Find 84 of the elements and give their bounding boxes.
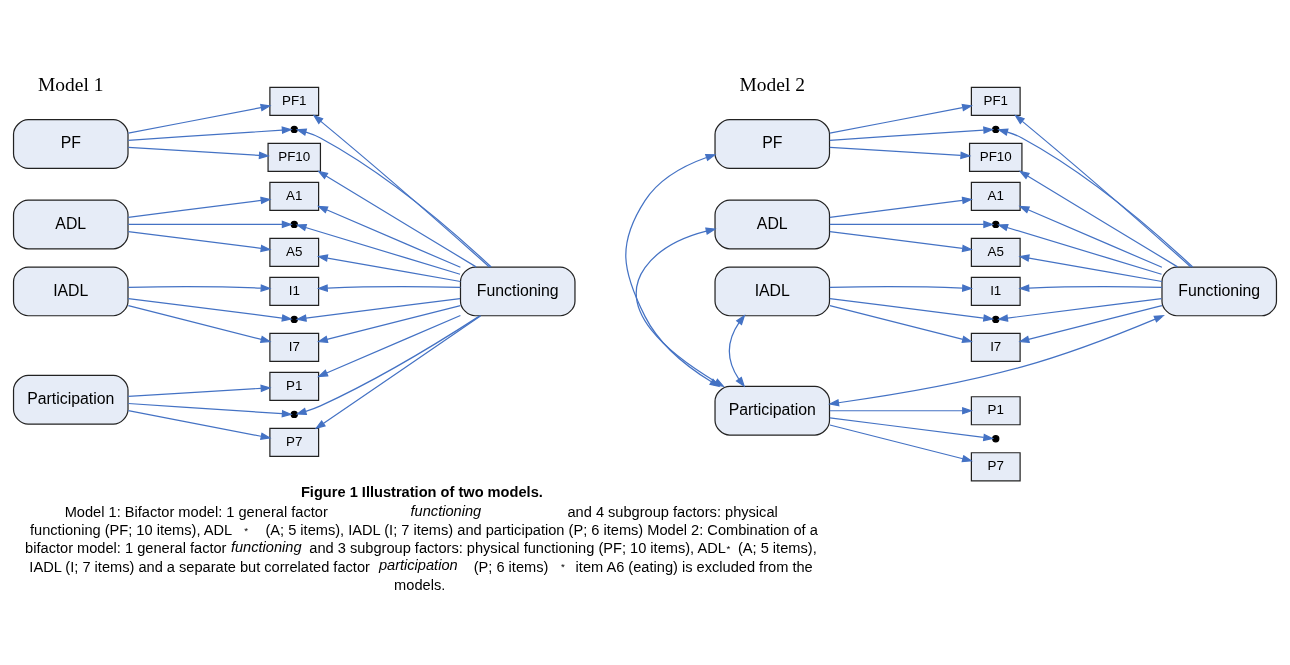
node-box: ADL xyxy=(12,199,129,250)
node-dot xyxy=(290,125,298,134)
node-box: PF10 xyxy=(267,142,322,173)
node-box: P1 xyxy=(970,396,1021,426)
arrow xyxy=(1014,114,1192,268)
node-box: IADL xyxy=(714,266,831,317)
node-dot xyxy=(290,410,298,419)
node-box: Participation xyxy=(714,385,831,436)
arrow xyxy=(829,230,974,253)
node-dot xyxy=(992,125,1000,134)
node-box: A5 xyxy=(970,237,1021,268)
arrow xyxy=(829,146,972,160)
arrow xyxy=(316,254,462,283)
arrow xyxy=(829,103,974,134)
node-box: I1 xyxy=(269,276,320,306)
arrow xyxy=(295,223,461,275)
arrow xyxy=(1018,284,1163,292)
arrow xyxy=(728,314,746,388)
node-box: P7 xyxy=(269,427,320,458)
arrow xyxy=(127,196,272,218)
node-box: A1 xyxy=(269,181,320,211)
arrow xyxy=(312,114,490,268)
arrow xyxy=(829,126,995,141)
node-box: PF1 xyxy=(970,86,1021,116)
arrow xyxy=(127,297,293,322)
arrow xyxy=(828,315,1165,407)
arrow xyxy=(829,284,974,292)
arrow xyxy=(1018,305,1163,343)
arrow xyxy=(127,305,272,343)
node-dot xyxy=(992,315,1000,324)
node-box: A1 xyxy=(970,181,1021,211)
arrow xyxy=(127,220,293,229)
arrow xyxy=(127,126,293,141)
arrow xyxy=(127,103,272,134)
caption: Figure 1 Illustration of two models. Model 1: Bifactor model: 1 general factor functioning and 4 subgroup factors: physical functioning (PF; 10 items), ADL* (A; 5 items), IADL (I; 7 items) and participation (P; 6 items) Model 2: Combination of a bifactor model: 1 general factor functioning and 3 subgroup factors: physical functioning (PF; 10 items), ADL* (A; 5 items), IADL (I; 7 items) and a separate but correlated factor participation (P; 6 items) *item A6 (eating) is excluded from the models. xyxy=(25,484,818,593)
arrow xyxy=(316,305,462,343)
arrow xyxy=(317,314,462,378)
node-box: Functioning xyxy=(459,266,576,317)
node-box: PF xyxy=(714,119,831,169)
arrow xyxy=(127,384,272,397)
node-box: PF1 xyxy=(269,86,320,116)
arrow xyxy=(127,402,293,418)
node-box: ADL xyxy=(714,199,831,250)
arrow xyxy=(829,406,974,415)
arrow xyxy=(997,128,1194,268)
node-box: PF xyxy=(12,119,129,169)
label: Model 2 xyxy=(739,74,805,96)
arrow xyxy=(829,220,995,229)
arrow xyxy=(127,146,270,160)
arrow xyxy=(317,205,462,268)
arrow xyxy=(127,230,272,253)
node-box: A5 xyxy=(269,237,320,268)
node-box: I7 xyxy=(269,332,320,363)
label: Model 1 xyxy=(38,74,104,96)
arrow xyxy=(317,170,477,268)
node-box: Functioning xyxy=(1161,266,1278,317)
node-box: IADL xyxy=(12,266,129,317)
arrow xyxy=(316,284,462,292)
arrow xyxy=(829,424,973,463)
node-dot xyxy=(992,220,1000,229)
node-box: I7 xyxy=(970,332,1021,363)
arrow xyxy=(997,223,1163,275)
arrow xyxy=(1018,254,1163,283)
arrow xyxy=(829,297,995,322)
node-box: PF10 xyxy=(968,142,1023,173)
arrow xyxy=(829,305,973,343)
arrow xyxy=(127,410,272,440)
arrow xyxy=(829,417,995,442)
arrow xyxy=(829,196,974,218)
arrow xyxy=(295,315,481,415)
arrow xyxy=(997,297,1163,322)
arrow xyxy=(127,284,272,292)
arrow xyxy=(1018,170,1179,268)
node-dot xyxy=(992,435,1000,443)
arrow xyxy=(295,297,461,322)
node-box: P1 xyxy=(269,371,320,401)
arrow xyxy=(1018,205,1163,268)
node-box: P7 xyxy=(970,452,1021,482)
node-dot xyxy=(290,220,298,229)
node-dot xyxy=(290,315,298,324)
arrow xyxy=(295,128,492,268)
node-box: Participation xyxy=(12,374,129,425)
arrow xyxy=(314,315,482,430)
node-box: I1 xyxy=(970,276,1021,306)
